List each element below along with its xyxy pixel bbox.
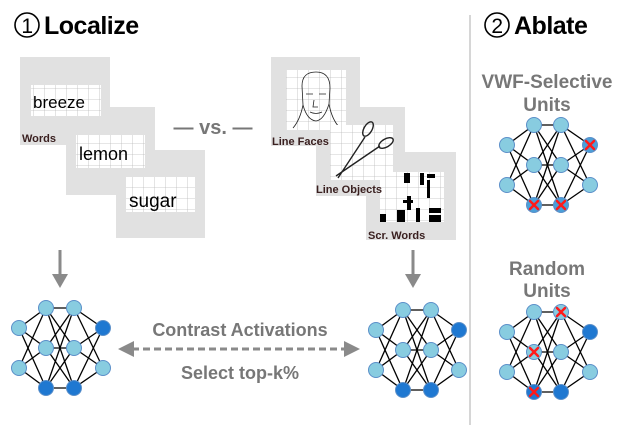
connection — [506, 124, 535, 186]
unit — [66, 340, 82, 356]
contrast-arrow — [118, 341, 360, 357]
connection — [533, 351, 562, 393]
scr-words-label: Scr. Words — [368, 230, 425, 242]
unit — [11, 360, 27, 376]
selected-unit — [66, 380, 82, 396]
network-localize-left — [11, 300, 111, 396]
word-image-text: breeze — [33, 93, 85, 112]
random-title-line2: Units — [523, 281, 571, 302]
ablated-x-icon — [584, 139, 596, 151]
ablated-x-icon — [528, 386, 540, 398]
connection — [402, 309, 432, 391]
connection — [73, 327, 104, 389]
selected-unit — [451, 322, 467, 338]
unit — [526, 304, 542, 320]
random-title-line1: Random — [509, 259, 585, 280]
line-objects-label: Line Objects — [316, 184, 382, 196]
scrambled-word-fragments — [380, 173, 441, 222]
unit — [553, 157, 569, 173]
unit — [423, 302, 439, 318]
selective-title-line2: Units — [523, 95, 571, 116]
selected-unit — [38, 380, 54, 396]
selected-unit — [395, 382, 411, 398]
connection — [430, 329, 460, 391]
line-object-image — [330, 121, 394, 180]
localize-title: Localize — [44, 12, 139, 40]
connection — [533, 311, 562, 393]
selected-unit — [95, 320, 111, 336]
unit — [499, 177, 515, 193]
unit — [423, 342, 439, 358]
step-circle — [14, 12, 40, 38]
connection — [18, 307, 47, 369]
unit — [66, 300, 82, 316]
network-localize-right — [368, 302, 467, 398]
scissors-icon — [335, 121, 394, 179]
selected-unit — [582, 324, 598, 340]
unit — [526, 117, 542, 133]
step-1-header: 1 Localize — [14, 12, 140, 40]
word-image-1: breeze — [31, 85, 101, 116]
selected-unit — [553, 384, 569, 400]
vs-label: — vs. — — [174, 117, 253, 139]
ablated-x-icon — [528, 346, 540, 358]
connection — [533, 311, 562, 353]
unit — [582, 364, 598, 380]
step-circle — [484, 12, 510, 38]
connection — [560, 144, 591, 206]
connection — [45, 307, 75, 389]
word-image-2: lemon — [76, 135, 145, 168]
network-ablate-random — [499, 304, 598, 400]
unit — [11, 320, 27, 336]
unit — [526, 157, 542, 173]
unit — [553, 344, 569, 360]
scrambled-word-image — [380, 172, 444, 222]
word-image-text: sugar — [129, 191, 177, 212]
down-arrow-right — [405, 250, 421, 288]
step-2-header: 2 Ablate — [484, 12, 589, 40]
unit — [368, 322, 384, 338]
step-number: 2 — [491, 15, 502, 38]
unit — [499, 364, 515, 380]
connection — [560, 331, 591, 393]
select-label: Select top-k% — [181, 363, 299, 383]
ablated-x-icon — [555, 199, 567, 211]
word-image-text: lemon — [79, 144, 128, 164]
connection — [533, 124, 562, 166]
unit — [95, 360, 111, 376]
line-face-image — [286, 70, 346, 130]
unit — [499, 324, 515, 340]
selected-unit — [423, 382, 439, 398]
connection — [506, 311, 535, 373]
selective-title-line1: VWF-Selective — [482, 72, 613, 93]
unit — [368, 362, 384, 378]
connection — [45, 347, 75, 389]
unit — [451, 362, 467, 378]
unit — [582, 177, 598, 193]
connection — [45, 307, 75, 349]
connection — [375, 309, 404, 371]
contrast-label: Contrast Activations — [152, 320, 327, 340]
connection — [402, 309, 432, 351]
ablated-x-icon — [555, 306, 567, 318]
ablated-x-icon — [528, 199, 540, 211]
words-label: Words — [22, 133, 56, 145]
connection — [533, 164, 562, 206]
line-faces-label: Line Faces — [272, 136, 329, 148]
connection — [533, 124, 562, 206]
ablate-title: Ablate — [514, 12, 588, 40]
network-ablate-selective — [499, 117, 598, 213]
word-image-3: sugar — [126, 177, 195, 212]
unit — [395, 342, 411, 358]
unit — [499, 137, 515, 153]
unit — [38, 300, 54, 316]
connection — [402, 349, 432, 391]
step-number: 1 — [21, 15, 32, 38]
unit — [38, 340, 54, 356]
unit — [553, 117, 569, 133]
unit — [395, 302, 411, 318]
face-drawing-icon — [292, 71, 341, 129]
down-arrow-left — [52, 250, 68, 288]
